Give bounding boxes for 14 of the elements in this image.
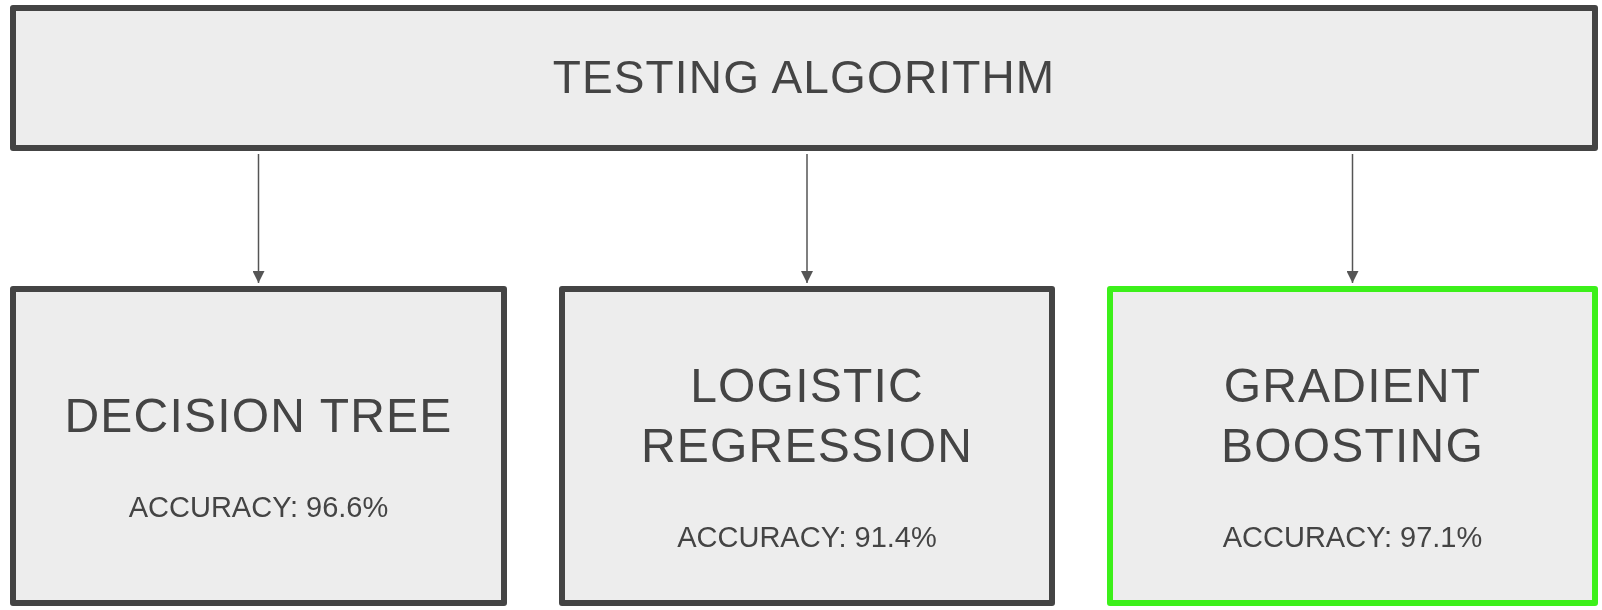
arrow <box>801 153 813 284</box>
box-title: GRADIENT BOOSTING <box>1220 358 1485 475</box>
accuracy-text: ACCURACY: 97.1% <box>1222 520 1483 556</box>
arrow <box>252 153 265 284</box>
box-title: DECISION TREE <box>63 388 454 445</box>
accuracy-text: ACCURACY: 91.4% <box>677 520 937 556</box>
process-box <box>1107 286 1598 606</box>
box-title: TESTING ALGORITHM <box>552 50 1056 106</box>
arrow <box>1346 153 1359 284</box>
box-title: LOGISTIC REGRESSION <box>639 358 975 475</box>
process-box <box>10 286 507 606</box>
process-box <box>10 5 1598 151</box>
process-box <box>559 286 1055 606</box>
accuracy-text: ACCURACY: 96.6% <box>128 490 389 526</box>
